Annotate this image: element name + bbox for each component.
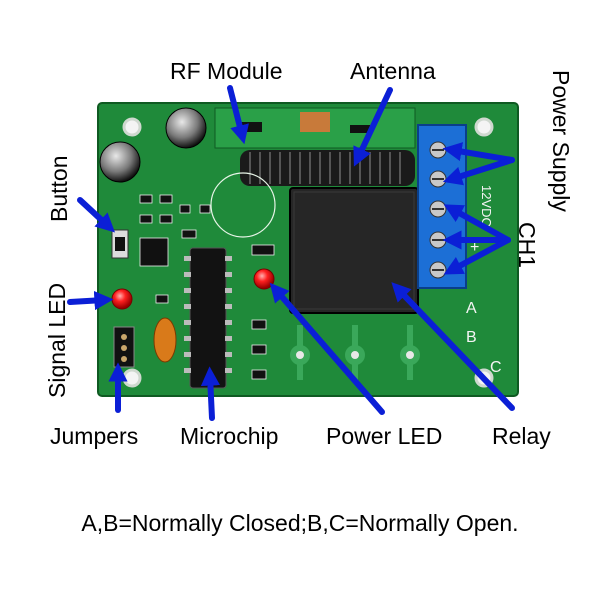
board-marking-voltage: 12VDC: [479, 185, 494, 227]
arrow-signal-led: [67, 290, 114, 311]
caption: A,B=Normally Closed;B,C=Normally Open.: [81, 510, 519, 536]
label-jumpers: Jumpers: [50, 423, 139, 449]
antenna-coil: [210, 150, 415, 238]
mounting-hole: [122, 117, 142, 137]
arrow-antenna: [353, 87, 393, 167]
arrow-ch1-1: [443, 204, 511, 243]
label-power-led: Power LED: [326, 423, 443, 449]
arrow-relay: [391, 282, 515, 411]
arrow-ch1-3: [443, 237, 511, 275]
signal-led: [111, 288, 133, 310]
label-antenna: Antenna: [350, 58, 436, 84]
arrow-power-led: [269, 282, 385, 415]
relay-traces: [290, 325, 420, 380]
power-led: [253, 268, 275, 290]
board-marking-c: C: [490, 359, 502, 376]
label-relay: Relay: [492, 423, 551, 449]
label-power-supply: Power Supply: [548, 70, 574, 212]
microchip: [184, 247, 232, 389]
board-marking-plus: +: [470, 239, 479, 256]
push-button: [111, 229, 129, 259]
board-marking-a: A: [466, 300, 477, 317]
mounting-hole: [474, 117, 494, 137]
relay: [289, 187, 419, 314]
arrow-microchip: [200, 366, 221, 421]
arrow-power-supply-1: [442, 142, 515, 163]
label-button: Button: [46, 155, 72, 223]
arrow-power-supply-2: [442, 157, 515, 186]
label-rf-module: RF Module: [170, 58, 283, 84]
jumper-pins: [113, 326, 135, 368]
pointer-arrows: [67, 85, 515, 421]
label-signal-led: Signal LED: [44, 282, 70, 398]
arrow-button: [77, 197, 116, 233]
capacitor: [99, 107, 207, 183]
label-ch1: CH1: [514, 222, 540, 269]
mounting-hole: [122, 368, 142, 388]
board-marking-b: B: [466, 329, 477, 346]
rf-module: [214, 107, 416, 149]
ceramic-capacitor: [153, 317, 177, 363]
smd-components: [139, 194, 275, 380]
label-microchip: Microchip: [180, 423, 279, 449]
arrow-rf-module: [227, 85, 249, 145]
